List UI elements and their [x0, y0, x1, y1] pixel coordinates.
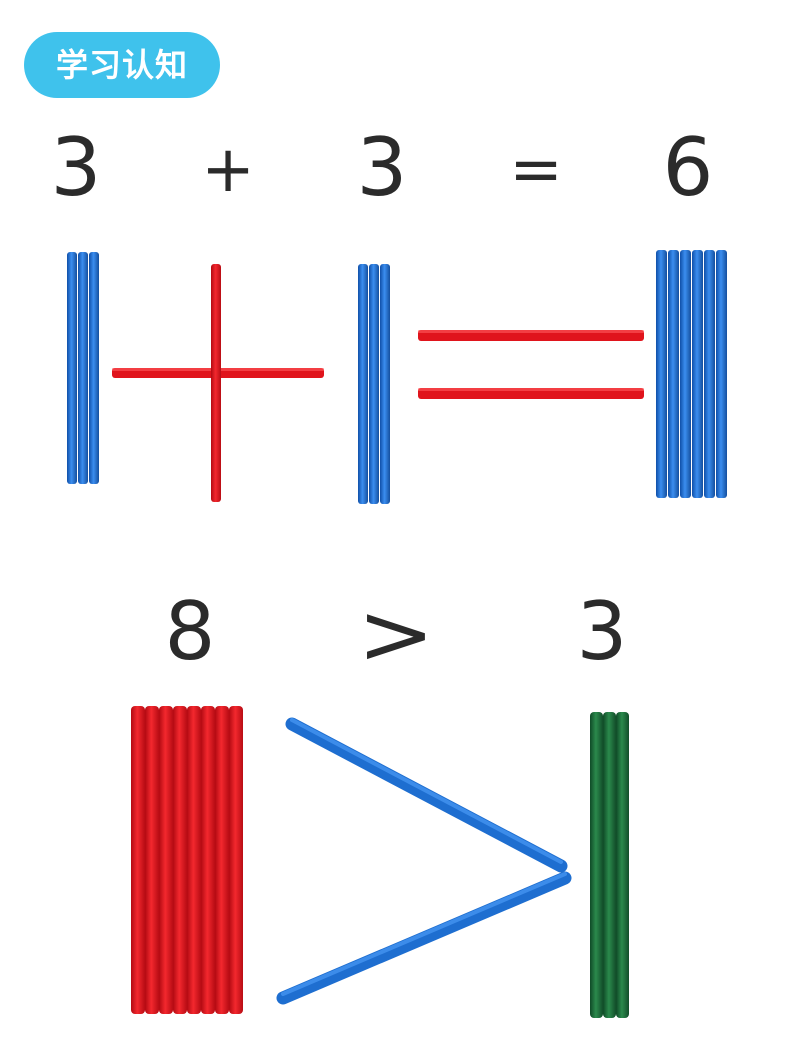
equation2-left-number: 8 — [164, 585, 216, 678]
equation2-greater-than-sign: > — [357, 585, 435, 683]
equation1-equals-sign: = — [509, 133, 563, 207]
three-blue-sticks-right — [358, 264, 390, 504]
three-green-sticks — [590, 712, 629, 1018]
three-blue-sticks-left — [67, 252, 99, 484]
eight-red-sticks — [131, 706, 243, 1014]
equation2-right-number: 3 — [576, 585, 628, 678]
six-blue-sticks — [656, 250, 727, 498]
equation1-left-number: 3 — [50, 121, 102, 214]
red-stick-equals-sign — [418, 330, 644, 399]
blue-stick-greater-than-sign — [276, 717, 572, 1005]
topic-badge: 学习认知 — [24, 32, 220, 98]
red-stick-plus-sign — [112, 264, 324, 502]
equation1-result-number: 6 — [662, 121, 714, 214]
equation1-right-number: 3 — [356, 121, 408, 214]
equation1-plus-sign: + — [201, 133, 255, 207]
